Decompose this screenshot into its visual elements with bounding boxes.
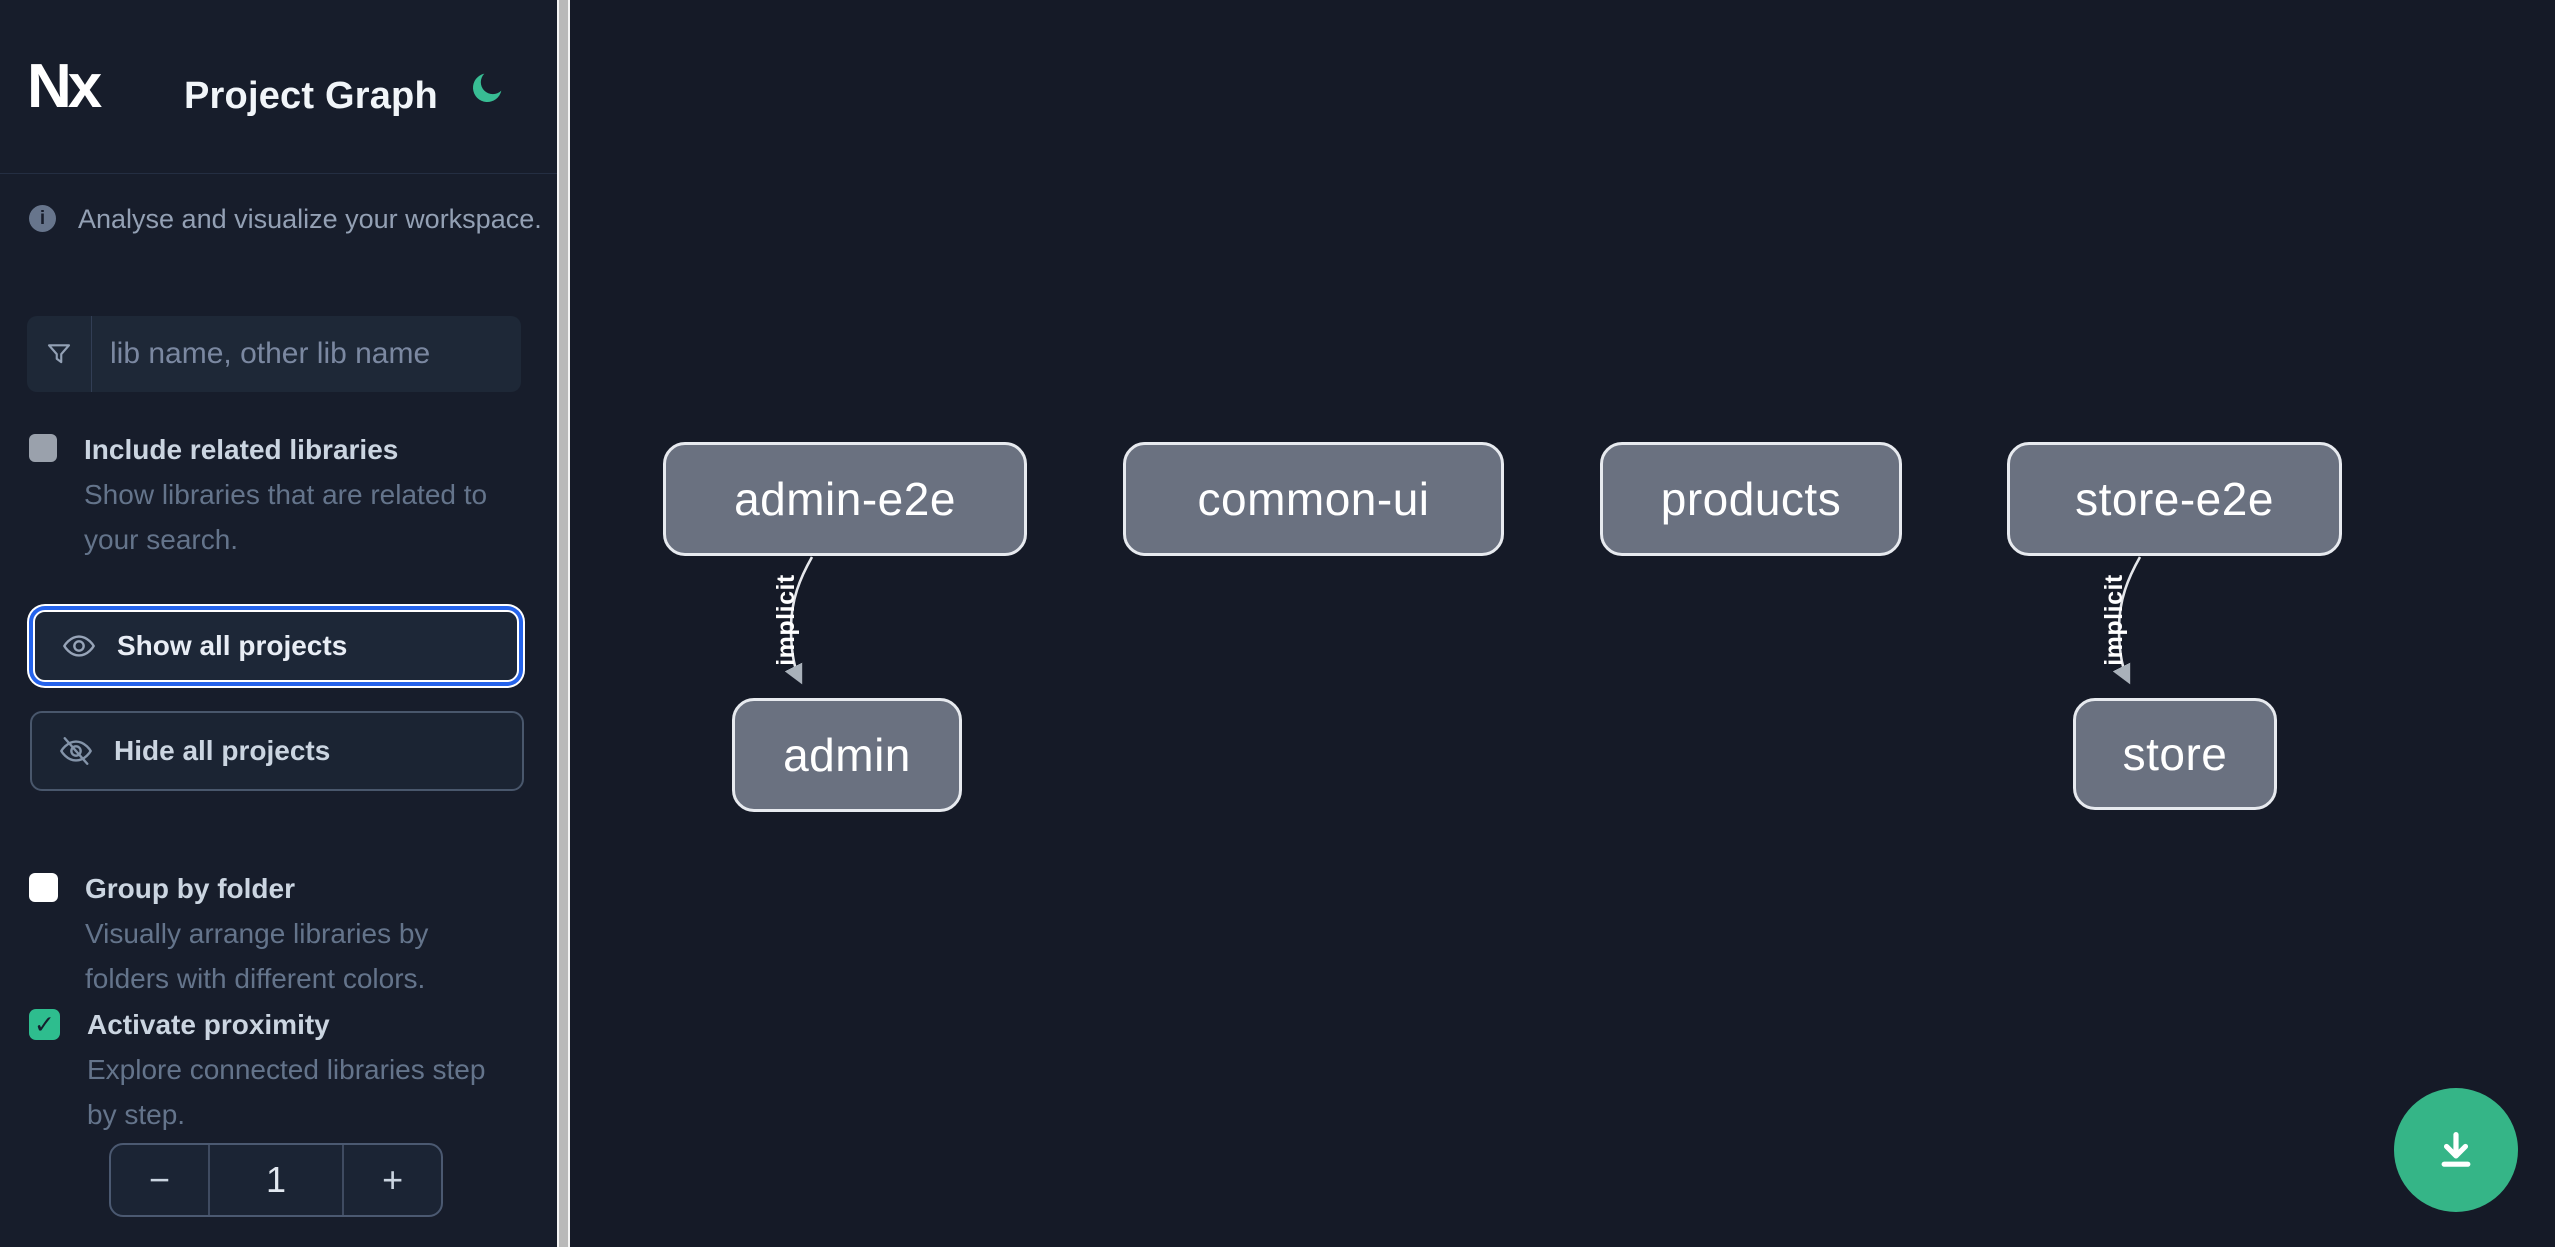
sidebar: Nx Project Graph i Analyse and visualize… bbox=[0, 0, 557, 1247]
scrollbar-thumb[interactable] bbox=[559, 0, 568, 1247]
graph-canvas[interactable]: implicit implicit admin-e2e common-ui pr… bbox=[570, 0, 2555, 1247]
search-input[interactable] bbox=[92, 316, 521, 392]
hide-all-label: Hide all projects bbox=[114, 735, 331, 766]
info-icon: i bbox=[29, 205, 56, 232]
stepper-value: 1 bbox=[207, 1145, 345, 1215]
eye-icon bbox=[63, 635, 95, 657]
edges-layer: implicit implicit bbox=[772, 556, 2142, 685]
intro-row: i Analyse and visualize your workspace. bbox=[29, 203, 542, 235]
option-label: Include related libraries bbox=[84, 434, 399, 465]
option-include-related[interactable]: Include related libraries Show libraries… bbox=[29, 427, 529, 562]
download-icon bbox=[2441, 1132, 2471, 1167]
option-activate-proximity[interactable]: ✓ Activate proximity Explore connected l… bbox=[29, 1002, 529, 1137]
filter-search bbox=[27, 316, 521, 392]
show-all-projects-button[interactable]: Show all projects bbox=[33, 610, 519, 682]
edge-label: implicit bbox=[772, 574, 800, 666]
theme-toggle-button[interactable] bbox=[464, 66, 510, 112]
option-description: Show libraries that are related to your … bbox=[84, 479, 488, 555]
checkmark-icon: ✓ bbox=[34, 1010, 55, 1039]
page-title: Project Graph bbox=[184, 75, 438, 117]
increment-button[interactable]: + bbox=[344, 1145, 441, 1215]
option-group-by-folder[interactable]: Group by folder Visually arrange librari… bbox=[29, 866, 529, 1001]
project-node-store[interactable]: store bbox=[2073, 698, 2277, 810]
option-label: Group by folder bbox=[85, 873, 295, 904]
project-node-store-e2e[interactable]: store-e2e bbox=[2007, 442, 2342, 556]
decrement-button[interactable]: − bbox=[111, 1145, 208, 1215]
sidebar-header: Nx Project Graph bbox=[0, 0, 557, 174]
proximity-depth-stepper: − 1 + bbox=[109, 1143, 443, 1217]
edge-label: implicit bbox=[2100, 574, 2128, 666]
project-node-admin[interactable]: admin bbox=[732, 698, 962, 812]
option-description: Visually arrange libraries by folders wi… bbox=[85, 918, 429, 994]
project-node-common-ui[interactable]: common-ui bbox=[1123, 442, 1504, 556]
eye-off-icon bbox=[60, 737, 92, 765]
sidebar-scrollbar[interactable] bbox=[557, 0, 570, 1247]
show-all-label: Show all projects bbox=[117, 630, 348, 661]
moon-icon bbox=[472, 73, 502, 102]
group-by-folder-checkbox[interactable] bbox=[29, 873, 58, 902]
download-graph-button[interactable] bbox=[2394, 1088, 2518, 1212]
nx-logo: Nx bbox=[27, 52, 102, 121]
dependency-edge-admin[interactable] bbox=[784, 556, 814, 685]
project-node-admin-e2e[interactable]: admin-e2e bbox=[663, 442, 1027, 556]
intro-text: Analyse and visualize your workspace. bbox=[78, 204, 542, 234]
option-label: Activate proximity bbox=[87, 1009, 330, 1040]
include-related-checkbox[interactable] bbox=[29, 434, 57, 462]
activate-proximity-checkbox[interactable]: ✓ bbox=[29, 1009, 60, 1040]
option-description: Explore connected libraries step by step… bbox=[87, 1054, 486, 1130]
funnel-icon bbox=[27, 316, 92, 392]
project-node-products[interactable]: products bbox=[1600, 442, 1902, 556]
dependency-edge-store[interactable] bbox=[2112, 556, 2142, 685]
hide-all-projects-button[interactable]: Hide all projects bbox=[30, 711, 524, 791]
